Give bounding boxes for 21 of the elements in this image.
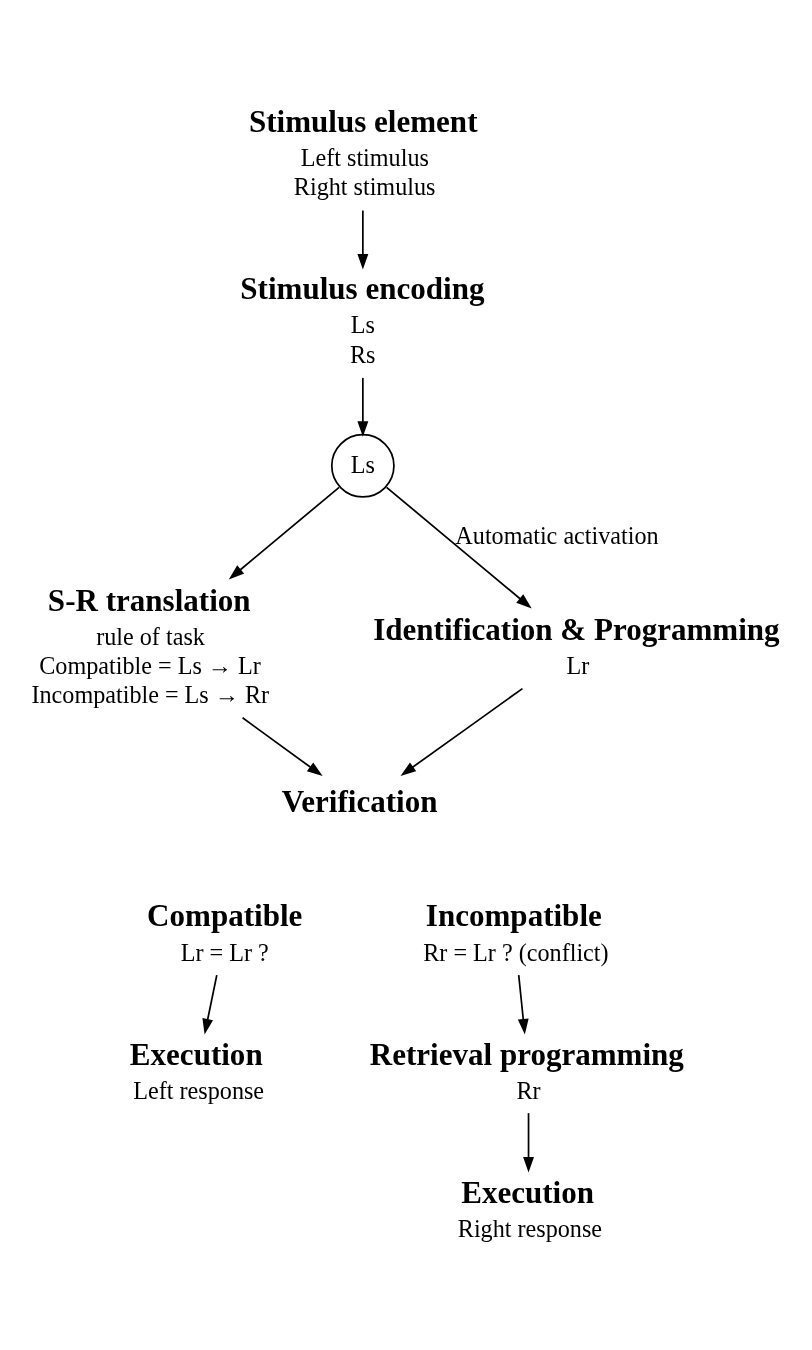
arrow [357, 209, 369, 270]
arrow [241, 716, 323, 776]
arrow [385, 485, 532, 608]
arrow [400, 687, 524, 776]
node-text: Stimulus encoding Ls Rs [240, 270, 485, 368]
node-text: Retrieval programming Rr [369, 1036, 684, 1104]
arrow [357, 376, 369, 437]
arrow [228, 485, 340, 579]
node-text: Incompatible Rr = Lr ? (conflict) [423, 897, 609, 966]
node-text: S-R translation rule of task Compatible = Ls → Lr Incompatible = Ls → Rr [31, 582, 270, 708]
node-text: Execution Left response [129, 1036, 265, 1104]
node-text: Execution Right response [457, 1174, 603, 1242]
node-text: Verification [281, 783, 438, 819]
arrow [202, 973, 218, 1034]
node-text: Stimulus element Left stimulus Right stimulus [248, 103, 478, 200]
arrow [523, 1111, 534, 1173]
edge-label: Automatic activation [455, 521, 659, 549]
node-text: Compatible Lr = Lr ? [147, 897, 303, 966]
arrow [517, 973, 529, 1034]
node-circle: Ls [330, 433, 395, 498]
node-text: Identification & Programming Lr [373, 611, 780, 679]
